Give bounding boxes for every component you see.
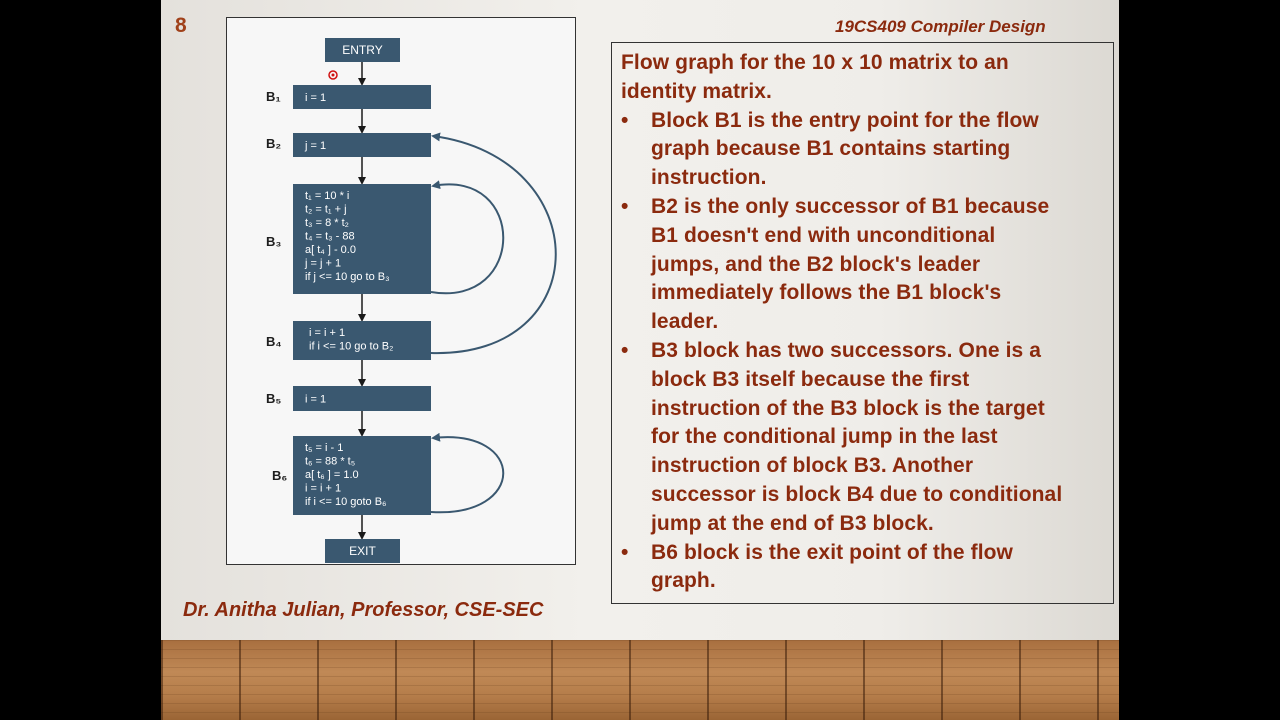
bullet-line: B3 block has two successors. One is a: [651, 337, 1105, 366]
block-instruction: t₁ = 10 * i: [305, 190, 349, 202]
block-instruction: a[ t₄ ] - 0.0: [305, 244, 356, 256]
bullet-line: instruction.: [651, 164, 1105, 193]
block-instruction: if j <= 10 go to B₃: [305, 271, 390, 283]
bullet-list: • Block B1 is the entry point for the flo…: [621, 107, 1105, 597]
bullet-line: graph because B1 contains starting: [651, 135, 1105, 164]
bullet-dot-icon: •: [621, 193, 628, 222]
footer-author: Dr. Anitha Julian, Professor, CSE-SEC: [183, 599, 543, 622]
block-instruction: i = i + 1: [309, 327, 345, 339]
slide-number: 8: [175, 14, 187, 38]
block-instruction: t₂ = t₁ + j: [305, 203, 347, 215]
bullet-dot-icon: •: [621, 337, 628, 366]
block-instruction: if i <= 10 goto B₆: [305, 496, 387, 508]
block-instruction: if i <= 10 go to B₂: [309, 340, 393, 352]
block-instruction: t₄ = t₃ - 88: [305, 230, 355, 242]
loop-edge-B3-to-B3: [431, 184, 503, 293]
bullet-line: B6 block is the exit point of the flow: [651, 539, 1105, 568]
bullet-line: leader.: [651, 308, 1105, 337]
bullet-line: successor is block B4 due to conditional: [651, 481, 1105, 510]
block-instruction: j = j + 1: [304, 257, 341, 269]
block-instruction: t₆ = 88 * t₅: [305, 455, 355, 467]
block-instruction: i = 1: [305, 394, 326, 406]
block-instruction: t₅ = i - 1: [305, 442, 343, 454]
bullet-line: immediately follows the B1 block's: [651, 279, 1105, 308]
bullet-line: instruction of block B3. Another: [651, 452, 1105, 481]
bullet-line: jumps, and the B2 block's leader: [651, 251, 1105, 280]
bullet-line: for the conditional jump in the last: [651, 423, 1105, 452]
bullet-line: B1 doesn't end with unconditional: [651, 222, 1105, 251]
block-instruction: j = 1: [304, 140, 326, 152]
bullet-dot-icon: •: [621, 539, 628, 568]
block-label: B₂: [266, 136, 281, 151]
loop-edge-B6-to-B6: [431, 437, 503, 512]
flow-nodes: ENTRY EXIT B₁ i = 1 B₂ j = 1 B₃ t₁ = 10 * it₂ =…: [266, 38, 431, 563]
entry-node-label: ENTRY: [342, 43, 382, 57]
block-label: B₄: [266, 334, 282, 349]
wood-floor-background: [161, 640, 1119, 720]
block-instruction: a[ t₆ ] = 1.0: [305, 469, 359, 481]
slide: 8 19CS409 Compiler Design ENTRY EXIT B₁ i =…: [161, 0, 1119, 720]
loop-edge-B4-to-B2: [431, 136, 556, 353]
exit-node-label: EXIT: [349, 544, 376, 558]
block-label: B₃: [266, 234, 281, 249]
heading-line: identity matrix.: [621, 78, 1105, 107]
block-label: B₅: [266, 391, 281, 406]
heading-line: Flow graph for the 10 x 10 matrix to an: [621, 49, 1105, 78]
block-instruction: i = i + 1: [305, 482, 341, 494]
bullet-line: B2 is the only successor of B1 because: [651, 193, 1105, 222]
block-instruction: i = 1: [305, 92, 326, 104]
bullet-line: block B3 itself because the first: [651, 366, 1105, 395]
bullet-line: instruction of the B3 block is the targe…: [651, 395, 1105, 424]
bullet-line: Block B1 is the entry point for the flow: [651, 107, 1105, 136]
bullet-dot-icon: •: [621, 107, 628, 136]
block-label: B₆: [272, 468, 287, 483]
bullet-line: jump at the end of B3 block.: [651, 510, 1105, 539]
block-instruction: t₃ = 8 * t₂: [305, 217, 349, 229]
block-label: B₁: [266, 89, 281, 104]
bullet-line: graph.: [651, 567, 1105, 596]
flow-graph-svg: ENTRY EXIT B₁ i = 1 B₂ j = 1 B₃ t₁ = 10 * it₂ =…: [227, 18, 577, 566]
course-title: 19CS409 Compiler Design: [835, 17, 1046, 37]
cursor-pointer-dot: [332, 74, 335, 77]
bullet-item: • Block B1 is the entry point for the flo…: [621, 107, 1105, 193]
